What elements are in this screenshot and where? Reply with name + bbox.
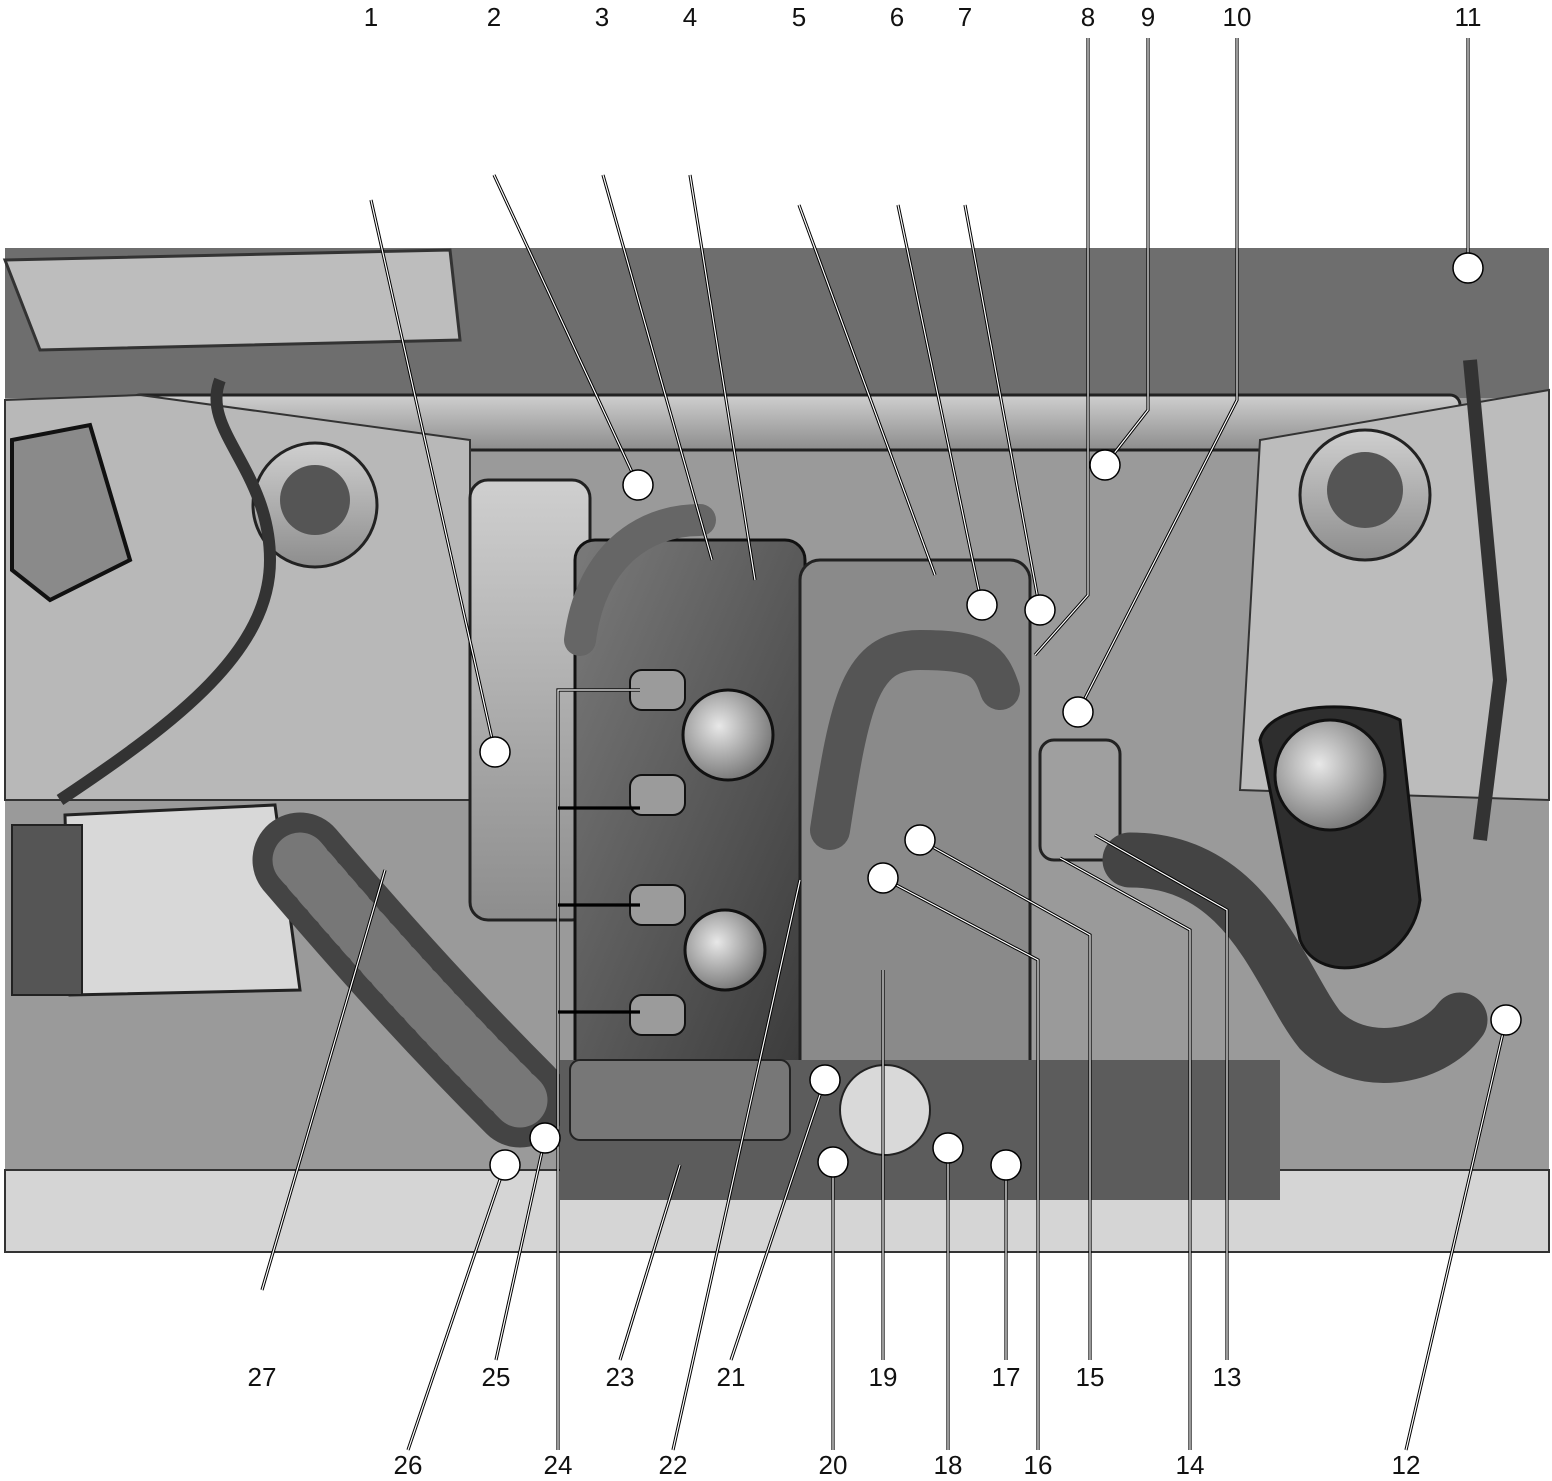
callout-18: 18 [934,1450,963,1480]
leader-line-highlight-4 [689,174,756,581]
callout-6: 6 [890,2,904,32]
callout-5: 5 [792,2,806,32]
callout-marker-4 [1024,594,1056,626]
callout-11: 11 [1455,2,1482,32]
callout-14: 14 [1176,1450,1205,1480]
leader-line-highlight-21 [730,1079,826,1361]
left-vent-grille [10,422,133,603]
battery-tray [11,824,83,996]
callout-marker-15 [867,862,899,894]
callout-marker-13 [990,1149,1022,1181]
leader-line-highlight-27 [261,869,386,1291]
fuel-filter [1038,738,1122,862]
callout-21: 21 [717,1362,746,1392]
cylinder-head-cover [573,538,807,1082]
callout-marker-1 [479,736,511,768]
horn [839,1064,931,1156]
callout-marker-11 [817,1146,849,1178]
callout-marker-12 [932,1132,964,1164]
engine-bay-photo [2,248,1550,1253]
leader-line-highlight-13 [1094,834,1228,1360]
callout-16: 16 [1024,1450,1053,1480]
wiring-harness-left [56,377,277,805]
oil-pan-guard [569,1059,791,1141]
leader-line-highlight-22 [672,879,801,1451]
ignition-coils [629,669,686,1036]
callout-19: 19 [869,1362,898,1392]
leader-line-highlight-23 [619,1164,681,1361]
callout-marker-10 [809,1064,841,1096]
oil-filler-cap [681,688,775,782]
callout-22: 22 [659,1450,688,1480]
callout-3: 3 [595,2,609,32]
callout-26: 26 [394,1450,423,1480]
leader-line-highlight-15 [919,839,1091,1360]
callout-labels: 1 2 3 4 5 6 7 8 9 10 11 27 25 23 21 19 1… [248,2,1482,1480]
leader-line-highlight-16 [882,877,1039,1450]
callout-marker-8 [529,1122,561,1154]
callout-8: 8 [1081,2,1095,32]
leader-line-highlight-9 [1104,38,1149,466]
leader-line-highlight-24 [557,689,640,1450]
air-filter-housing [468,478,592,922]
leader-line-highlight-1 [370,199,496,753]
callout-20: 20 [819,1450,848,1480]
leader-line-highlight-26 [407,1164,506,1451]
callout-2: 2 [487,2,501,32]
callout-marker-5 [1089,449,1121,481]
callout-marker-2 [622,469,654,501]
leader-line-highlight-6 [897,204,983,606]
callout-1: 1 [364,2,378,32]
callout-25: 25 [482,1362,511,1392]
callout-24: 24 [544,1450,573,1480]
callout-7: 7 [958,2,972,32]
leader-lines [260,38,1522,1451]
radiator-pipe [564,504,716,656]
callout-marker-6 [1062,696,1094,728]
expansion-tank-cap [1273,718,1387,832]
callout-marker-14 [904,824,936,856]
callout-marker-9 [489,1149,521,1181]
callout-17: 17 [992,1362,1021,1392]
leader-line-highlight-25 [495,1137,546,1361]
callout-23: 23 [606,1362,635,1392]
leader-line-highlight-10 [1077,38,1238,713]
leader-line-highlight-5 [798,204,936,576]
callout-marker-7 [1452,252,1484,284]
leader-line-highlight-7 [964,204,1041,611]
wiring-harness-right [1463,359,1508,841]
leader-line-highlight-14 [1059,857,1191,1450]
callout-10: 10 [1223,2,1252,32]
leader-line-highlight-2 [493,174,639,486]
callout-marker-3 [966,589,998,621]
callout-13: 13 [1213,1362,1242,1392]
callout-12: 12 [1392,1450,1421,1480]
callout-15: 15 [1076,1362,1105,1392]
leader-line-highlight-8 [1034,38,1089,656]
radiator-outlet-hose [1102,832,1488,1083]
coolant-hose [810,629,1020,850]
wiper-cowl [2,248,462,352]
callout-4: 4 [683,2,697,32]
callout-27: 27 [248,1362,277,1392]
callout-9: 9 [1141,2,1155,32]
leader-line-highlight-3 [602,174,713,561]
oil-cap-2 [683,908,767,992]
callout-marker-16 [1490,1004,1522,1036]
leader-line-highlight-12 [1405,1019,1507,1451]
